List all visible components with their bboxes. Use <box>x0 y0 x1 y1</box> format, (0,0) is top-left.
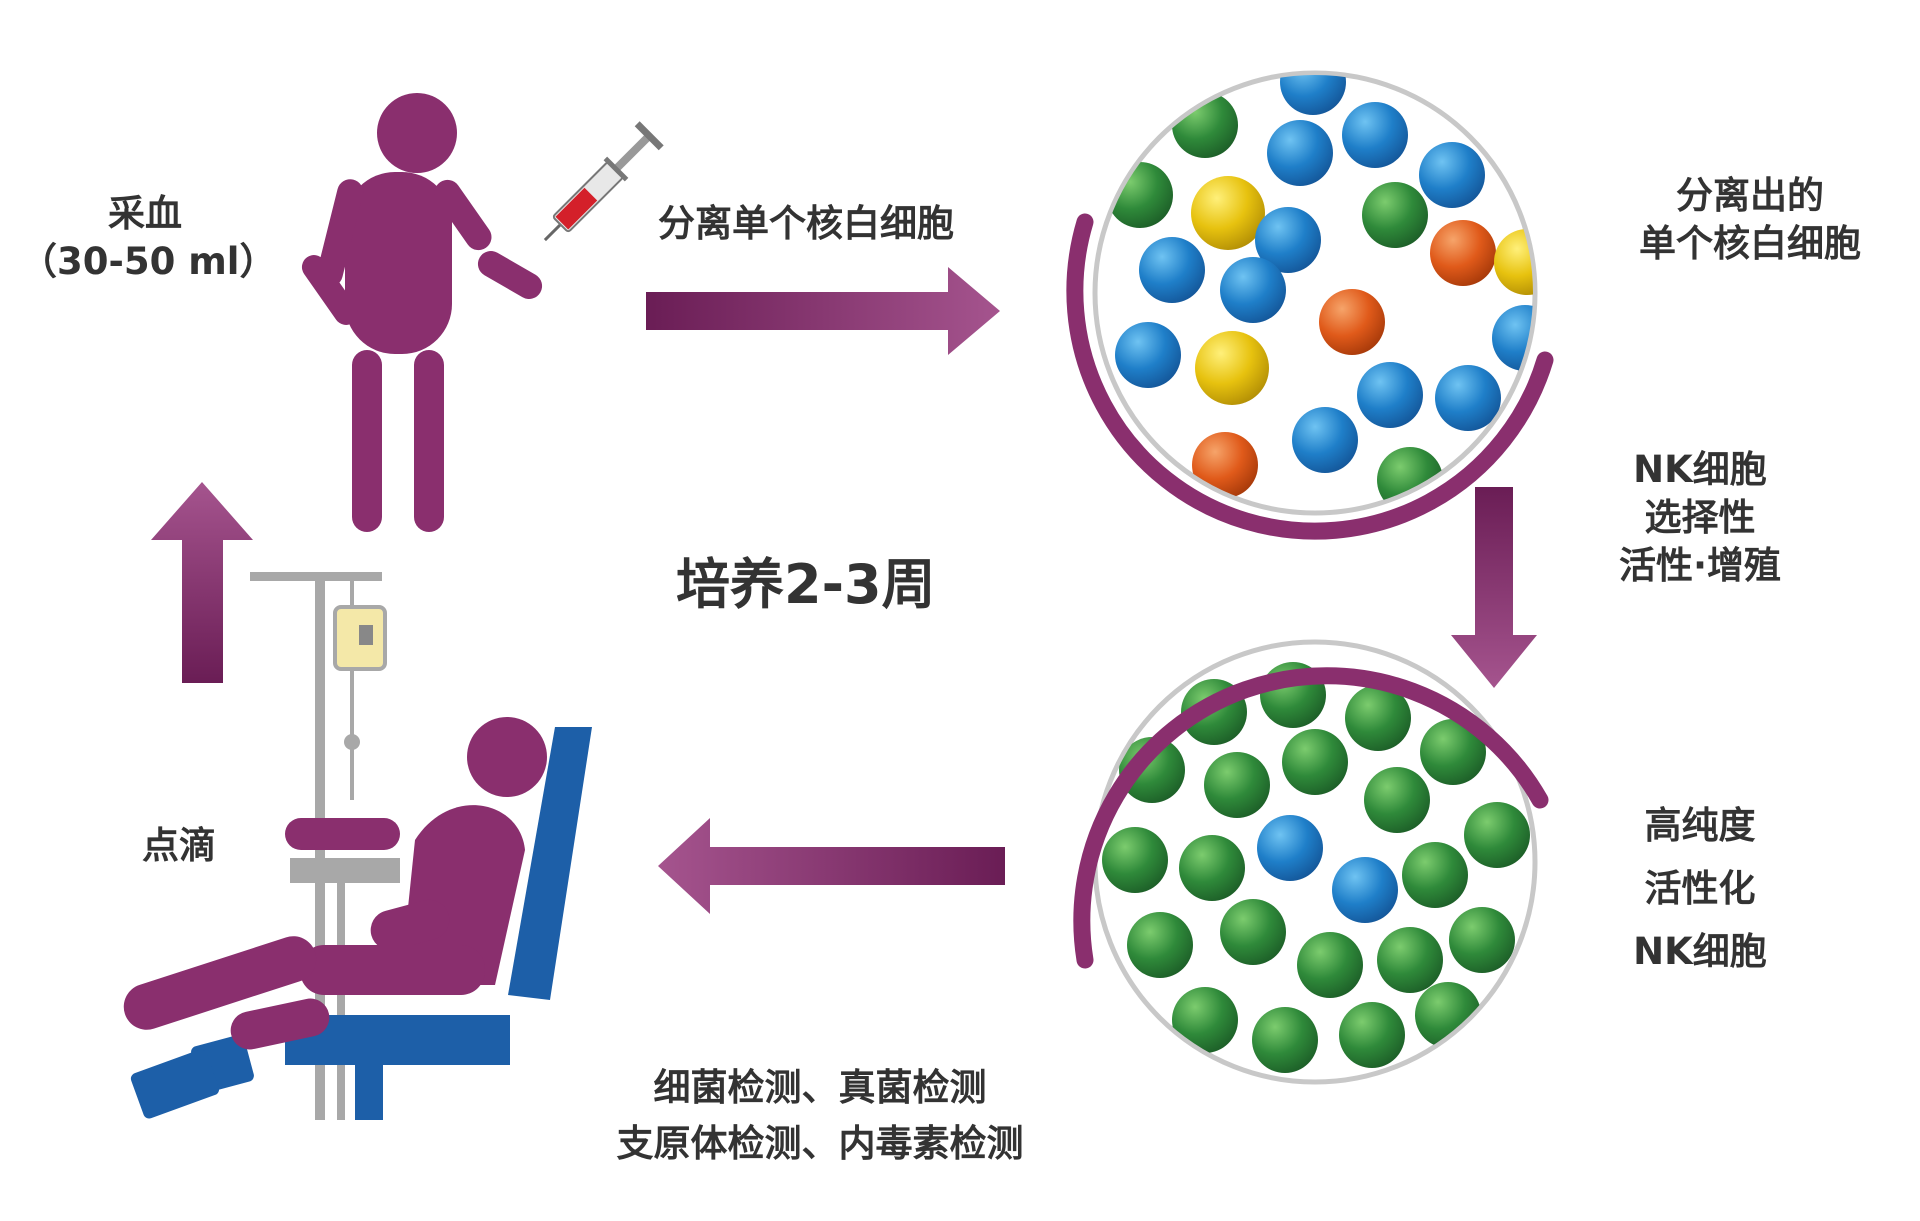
arrow-down <box>1451 487 1537 688</box>
arrow-right <box>646 267 1000 355</box>
nk-cell-circle <box>1092 639 1538 1085</box>
nk-selective-line3: 活性·增殖 <box>1618 544 1782 588</box>
arrow-left <box>658 818 1005 914</box>
separate-label: 分离单个核白细胞 <box>658 202 954 245</box>
nk-arc <box>1073 667 1549 969</box>
high-purity-line3: NK细胞 <box>1633 929 1767 973</box>
separated-cells-label: 分离出的 单个核白细胞 <box>1580 172 1920 268</box>
testing-label: 细菌检测、真菌检测 支原体检测、内毒素检测 <box>540 1060 1100 1171</box>
syringe-icon <box>543 121 664 242</box>
testing-line2: 支原体检测、内毒素检测 <box>616 1121 1024 1165</box>
person-standing-icon <box>301 93 543 532</box>
arrow-up <box>151 482 253 683</box>
separated-line2: 单个核白细胞 <box>1639 222 1861 266</box>
culture-label: 培养2-3周 <box>676 553 936 616</box>
blood-draw-label: 采血 （30-50 ml） <box>20 190 277 286</box>
high-purity-line1: 高纯度 <box>1644 804 1756 847</box>
person-reclining-icon <box>123 717 547 1050</box>
blood-draw-line1: 采血 <box>108 192 182 235</box>
nk-selective-line1: NK细胞 <box>1633 448 1767 491</box>
testing-line1: 细菌检测、真菌检测 <box>653 1066 987 1109</box>
infusion-label: 点滴 <box>142 824 216 867</box>
nk-selective-label: NK细胞 选择性 活性·增殖 <box>1560 446 1840 590</box>
high-purity-label: 高纯度 活性化 NK细胞 <box>1560 795 1840 984</box>
nk-selective-line2: 选择性 <box>1644 496 1756 540</box>
pbmc-arc <box>1066 213 1554 540</box>
blood-draw-line2: （30-50 ml） <box>20 240 277 284</box>
high-purity-line2: 活性化 <box>1644 866 1756 910</box>
separated-line1: 分离出的 <box>1676 174 1824 217</box>
